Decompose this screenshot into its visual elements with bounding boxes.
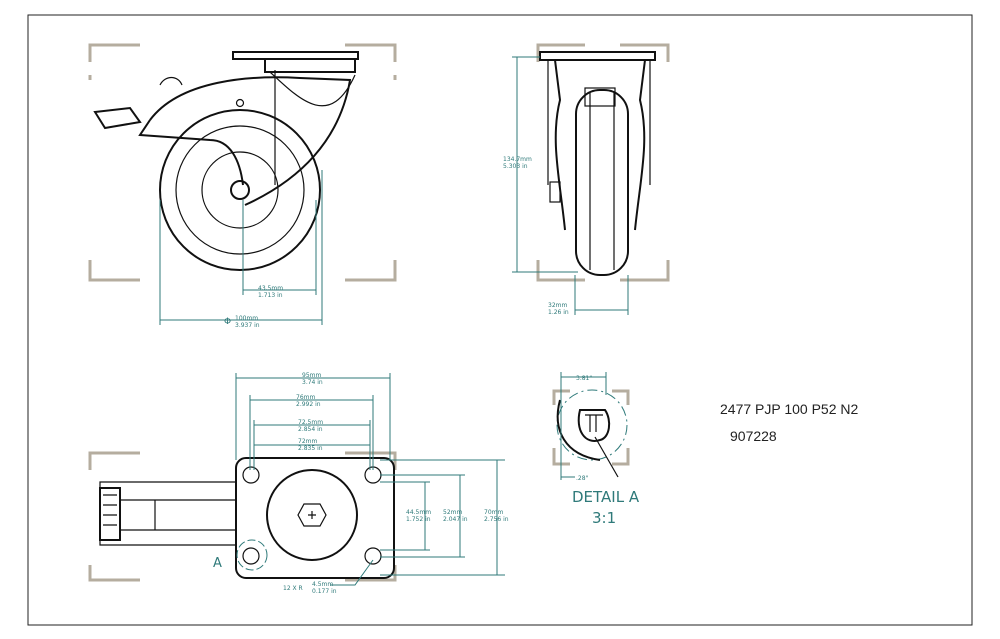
detail-callout: A xyxy=(213,556,222,571)
v-span1-mm: 44.5mm xyxy=(406,509,431,516)
v-span2-mm: 52mm xyxy=(443,509,462,516)
diameter-symbol: Φ xyxy=(224,317,231,327)
article-number: 907228 xyxy=(730,428,777,444)
plate-width-in: 3.74 in xyxy=(302,379,323,386)
hole-span3-in: 2.835 in xyxy=(298,445,323,452)
part-number: 2477 PJP 100 P52 N2 xyxy=(720,401,859,417)
v-span2-in: 2.047 in xyxy=(443,516,468,523)
v-span1-in: 1.752 in xyxy=(406,516,431,523)
offset-mm: 43.5mm xyxy=(258,285,283,292)
detail-dim-top: 3.81" xyxy=(576,375,592,382)
hole-radius-label: 12 X R xyxy=(283,585,303,592)
width-in: 1.26 in xyxy=(548,309,569,316)
detail-scale: 3:1 xyxy=(592,509,616,527)
hole-span1-in: 2.992 in xyxy=(296,401,321,408)
plate-depth-in: 2.756 in xyxy=(484,516,509,523)
drawing-frame xyxy=(27,14,973,626)
hole-span2-in: 2.854 in xyxy=(298,426,323,433)
hole-span1-mm: 76mm xyxy=(296,394,315,401)
hole-span2-mm: 72.5mm xyxy=(298,419,323,426)
detail-a-view: 3.81" .28" DETAIL A 3:1 xyxy=(552,372,640,527)
front-view: 134.7mm 5.303 in 32mm 1.26 in xyxy=(503,43,670,316)
width-mm: 32mm xyxy=(548,302,567,309)
hole-radius-in: 0.177 in xyxy=(312,588,337,595)
height-mm: 134.7mm xyxy=(503,156,532,163)
detail-dim-bottom: .28" xyxy=(576,475,589,482)
diameter-mm: 100mm xyxy=(235,315,258,322)
plate-width-mm: 95mm xyxy=(302,372,321,379)
detail-title: DETAIL A xyxy=(572,488,640,506)
offset-in: 1.713 in xyxy=(258,292,283,299)
side-view: 43.5mm 1.713 in Φ 100mm 3.937 in xyxy=(88,43,397,329)
view-corner-brackets xyxy=(88,43,397,282)
height-in: 5.303 in xyxy=(503,163,528,170)
plate-depth-mm: 70mm xyxy=(484,509,503,516)
diameter-in: 3.937 in xyxy=(235,322,260,329)
hole-span3-mm: 72mm xyxy=(298,438,317,445)
hole-radius-mm: 4.5mm xyxy=(312,581,333,588)
top-view: 95mm 3.74 in 76mm 2.992 in 72.5mm 2.854 … xyxy=(88,372,509,595)
